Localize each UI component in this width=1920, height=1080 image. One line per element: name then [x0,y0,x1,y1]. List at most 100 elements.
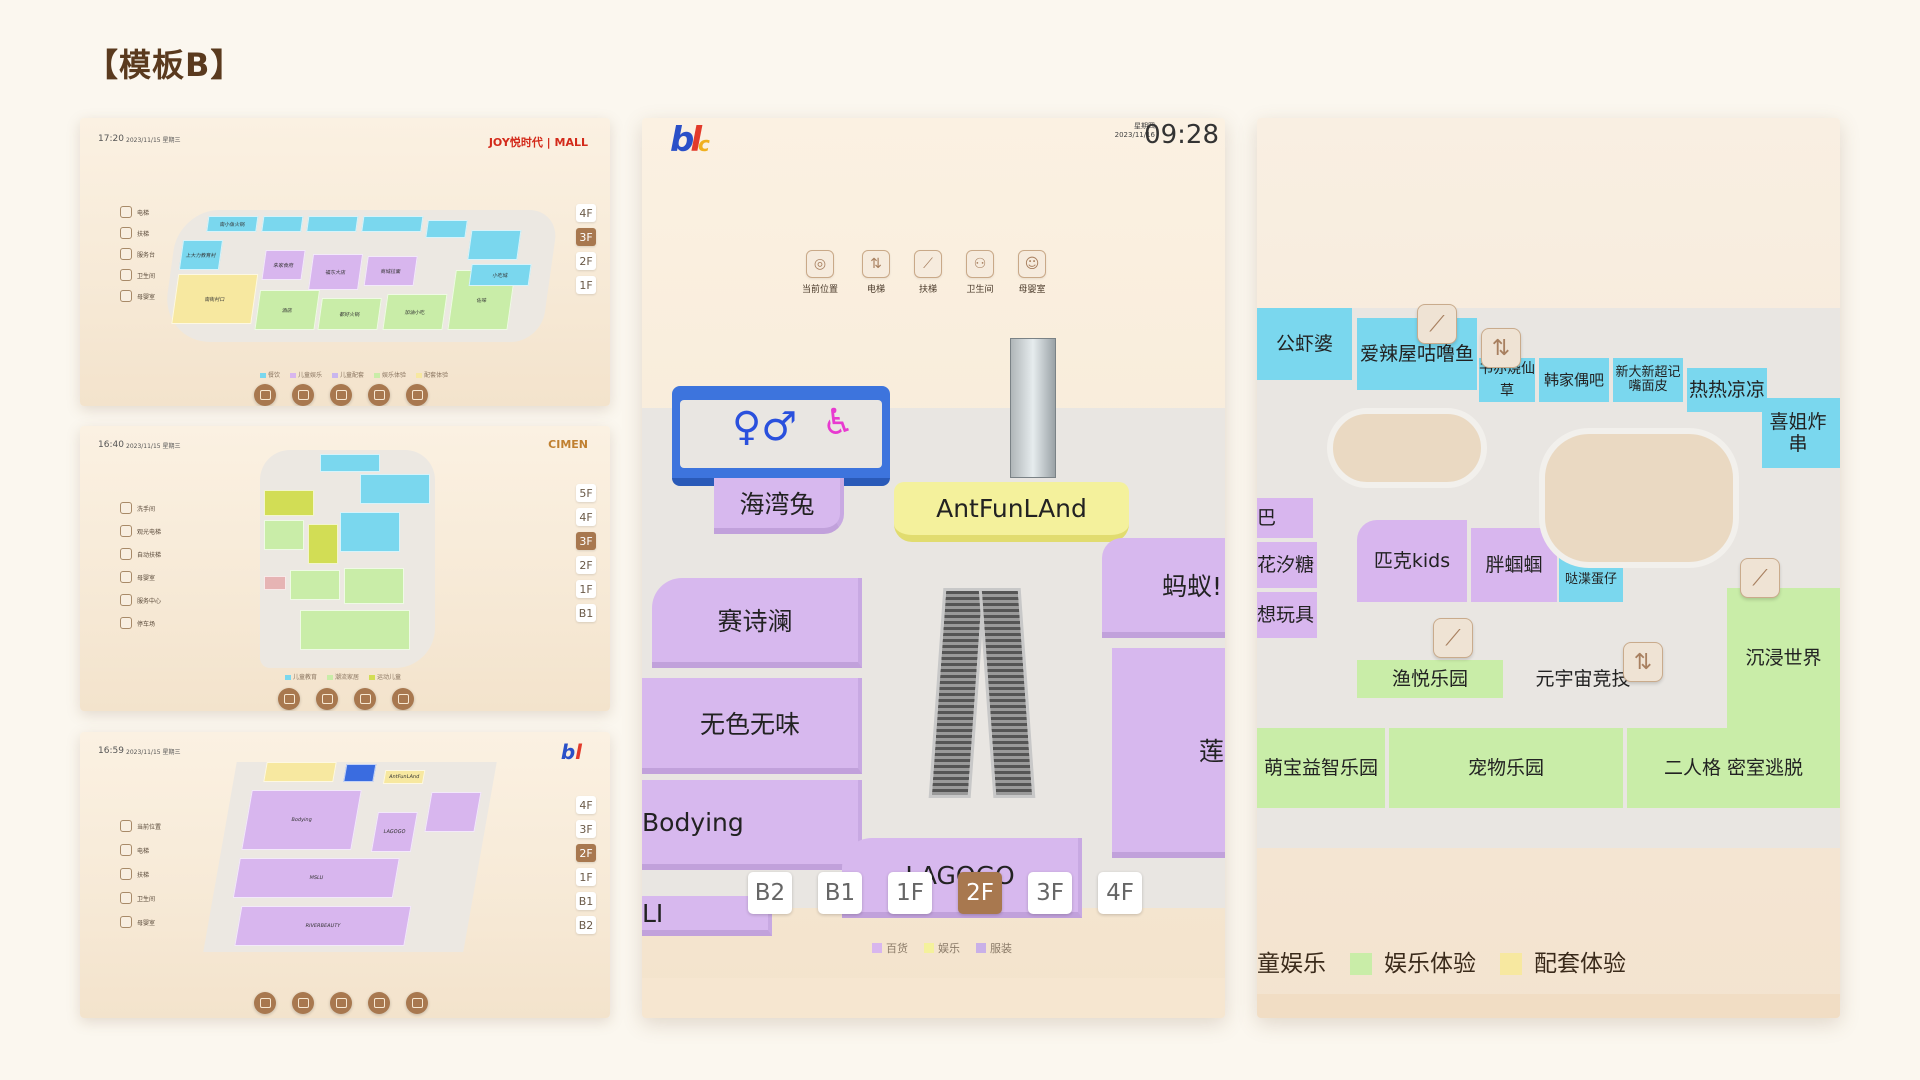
floor-button[interactable]: 1F [888,872,932,914]
floor-button[interactable]: 4F [576,796,596,814]
facility-escalator[interactable]: ⟋扶梯 [914,250,943,295]
shop[interactable]: 福东大店 [308,254,364,290]
shop[interactable] [340,512,400,552]
guide-button[interactable] [330,384,352,406]
guide-button[interactable] [354,688,376,710]
floor-button[interactable]: 3F [1028,872,1072,914]
floor-button-active[interactable]: 3F [576,228,596,246]
shop[interactable] [264,576,286,590]
shop[interactable] [261,216,304,232]
shop[interactable]: 朱家食府 [261,250,306,280]
shop[interactable] [308,524,338,564]
menu-escalator[interactable]: 扶梯 [120,227,155,239]
floor-button[interactable]: B1 [576,604,596,622]
shop-ba[interactable]: 巴 [1257,498,1313,538]
shop-gongxiapo[interactable]: 公虾婆 [1257,308,1352,380]
menu-location[interactable]: 当前位置 [120,820,161,832]
card2-floor-map[interactable] [260,450,435,668]
shop-saishilan[interactable]: 赛诗澜 [652,578,862,668]
menu-elevator[interactable]: 电梯 [120,206,155,218]
menu-restroom[interactable]: 卫生间 [120,269,155,281]
search-button[interactable] [316,688,338,710]
card3-floor-map[interactable]: AntFunLAnd Bodying MSLU LAGOGO RIVERBEAU… [203,762,497,952]
menu-nursery[interactable]: 母婴室 [120,290,155,302]
shop[interactable] [263,762,337,782]
shop[interactable]: 小吃城 [468,264,532,286]
floor-button[interactable]: 2F [576,252,596,270]
menu-escalator[interactable]: 扶梯 [120,868,161,880]
template-card-3[interactable]: 16:59 2023/11/15 星期三 bl 当前位置 电梯 扶梯 卫生间 母… [80,732,610,1018]
floor-button-active[interactable]: 3F [576,532,596,550]
escalator-icon[interactable]: ⟋ [1417,304,1457,344]
menu-escalator[interactable]: 自动扶梯 [120,548,161,560]
menu-service[interactable]: 服务中心 [120,594,161,606]
shop[interactable]: AntFunLAnd [382,770,426,784]
menu-parking[interactable]: 停车场 [120,617,161,629]
shop-mayi[interactable]: 蚂蚁! [1102,538,1225,638]
menu-nursery[interactable]: 母婴室 [120,916,161,928]
zoom-floor-map[interactable]: 公虾婆 爱辣屋咕噜鱼 书亦烧仙草 韩家偶吧 新大新超记 嘴面皮 热热凉凉 喜姐炸… [1257,308,1840,848]
floor-button[interactable]: 4F [1098,872,1142,914]
vip-button[interactable] [368,992,390,1014]
shop[interactable] [425,220,468,238]
shop-pangxia[interactable]: 胖蝈蝈 [1471,528,1557,602]
menu-elevator[interactable]: 观光电梯 [120,525,161,537]
home-button[interactable] [254,384,276,406]
floor-button[interactable]: 3F [576,820,596,838]
shop[interactable] [264,520,304,550]
shop-chongwu[interactable]: 宠物乐园 [1389,728,1623,808]
shop-rere[interactable]: 热热凉凉 [1687,368,1767,412]
menu-elevator[interactable]: 电梯 [120,844,161,856]
floor-button-active[interactable]: 2F [958,872,1002,914]
shop-wuse[interactable]: 无色无味 [642,678,862,774]
facility-restroom[interactable]: ⚇卫生间 [966,250,995,295]
menu-restroom[interactable]: 卫生间 [120,892,161,904]
shop-pike[interactable]: 匹克kids [1357,520,1467,602]
info-button[interactable] [406,992,428,1014]
shop[interactable] [306,216,359,232]
escalator-icon[interactable]: ⟋ [1740,558,1780,598]
shop[interactable]: 酒店 [254,290,321,330]
floor-button[interactable]: B2 [576,916,596,934]
shop[interactable]: MSLU [232,858,400,898]
facility-location[interactable]: ◎当前位置 [802,250,838,295]
shop-xiangwanju[interactable]: 想玩具 [1257,592,1317,638]
floor-button[interactable]: 4F [576,508,596,526]
shop-yuyue[interactable]: 渔悦乐园 [1357,660,1503,698]
shop[interactable] [424,792,482,832]
menu-nursery[interactable]: 母婴室 [120,571,161,583]
info-button[interactable] [392,688,414,710]
shop-antfunland[interactable]: AntFunLAnd [894,482,1129,542]
facility-elevator[interactable]: ⇅电梯 [862,250,891,295]
template-card-1[interactable]: 17:20 2023/11/15 星期三 JOY悦时代 | MALL 电梯 扶梯… [80,118,610,406]
shop-li[interactable]: LI [642,896,772,936]
restroom-block[interactable]: ♀♂ ♿ [672,386,890,486]
escalator-icon[interactable]: ⟋ [1433,618,1473,658]
shop-chenjin[interactable]: 沉浸世界 [1727,588,1840,728]
search-button[interactable] [292,384,314,406]
guide-button[interactable] [330,992,352,1014]
shop[interactable] [467,230,522,260]
floor-button[interactable]: 2F [576,556,596,574]
card1-floor-map[interactable]: 南小鱼火锅 上大力教育村 南街村口 朱家食府 福东大店 商城拉面 酒店 都好火锅… [160,210,560,342]
shop-bodying[interactable]: Bodying [642,780,862,870]
shop[interactable] [343,764,377,782]
shop-haiwantu[interactable]: 海湾兔 [714,478,844,534]
shop-xijie[interactable]: 喜姐炸串 [1762,398,1840,468]
shop[interactable] [360,474,430,504]
vip-button[interactable] [368,384,390,406]
shop-mengbao[interactable]: 萌宝益智乐园 [1257,728,1385,808]
shop-yuanyuzhou[interactable]: 元宇宙竞技 [1535,668,1631,690]
info-button[interactable] [406,384,428,406]
search-button[interactable] [292,992,314,1014]
floor-button[interactable]: 1F [576,276,596,294]
floor-button[interactable]: 5F [576,484,596,502]
shop[interactable]: LAGOGO [370,812,418,852]
home-button[interactable] [254,992,276,1014]
floor-button[interactable]: B1 [818,872,862,914]
elevator-icon[interactable]: ⇅ [1481,328,1521,368]
shop[interactable] [264,490,314,516]
shop-erren[interactable]: 二人格 密室逃脱 [1627,728,1840,808]
facility-nursery[interactable]: ☺母婴室 [1018,250,1047,295]
